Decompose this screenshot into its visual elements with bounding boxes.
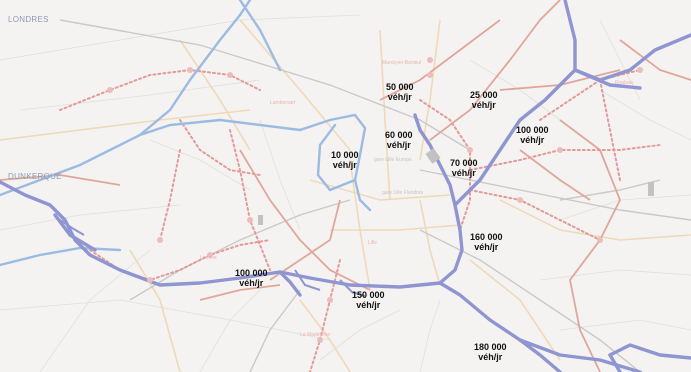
traffic-unit: véh/jr	[332, 160, 357, 170]
tram-stops	[107, 57, 643, 343]
traffic-value: 180 000	[474, 342, 507, 352]
place-label-dunkerque: DUNKERQUE	[8, 172, 62, 181]
traffic-label: 100 000 véh/jr	[235, 268, 268, 288]
traffic-unit: véh/jr	[471, 100, 496, 110]
tram-lines	[59, 68, 661, 372]
traffic-label: 100 000 véh/jr	[516, 125, 549, 145]
traffic-value: 70 000	[450, 158, 478, 168]
traffic-unit: véh/jr	[474, 242, 499, 252]
traffic-value: 160 000	[470, 232, 503, 242]
faint-label-gare-lille-europe: gare Lille Europe	[374, 157, 412, 163]
traffic-value: 100 000	[516, 125, 549, 135]
place-label-londres: LONDRES	[8, 15, 49, 24]
faint-label-lomme: Lomme	[200, 255, 217, 261]
traffic-label: 70 000 véh/jr	[450, 158, 478, 178]
traffic-label: 10 000 véh/jr	[331, 150, 359, 170]
interchange-details	[59, 219, 366, 297]
minor-streets	[0, 14, 691, 372]
river	[0, 0, 372, 267]
traffic-label: 180 000 véh/jr	[474, 342, 507, 362]
traffic-label: 150 000 véh/jr	[352, 290, 385, 310]
secondary-roads	[0, 19, 691, 372]
traffic-value: 150 000	[352, 290, 385, 300]
traffic-unit: véh/jr	[386, 140, 411, 150]
traffic-label: 60 000 véh/jr	[385, 130, 413, 150]
traffic-unit: véh/jr	[356, 300, 381, 310]
traffic-unit: véh/jr	[520, 135, 545, 145]
traffic-unit: véh/jr	[387, 92, 412, 102]
traffic-label: 25 000 véh/jr	[470, 90, 498, 110]
traffic-value: 25 000	[470, 90, 498, 100]
traffic-value: 50 000	[386, 82, 414, 92]
traffic-value: 60 000	[385, 130, 413, 140]
stations	[258, 148, 654, 225]
rail-lines	[59, 19, 691, 372]
traffic-unit: véh/jr	[451, 168, 476, 178]
traffic-unit: véh/jr	[478, 352, 503, 362]
traffic-value: 10 000	[331, 150, 359, 160]
faint-label-gare-lille-flandres: gare Lille Flandres	[382, 190, 424, 196]
faint-label-la-madeleine: La Madeleine	[300, 332, 331, 338]
faint-label-lambersart: Lambersart	[270, 100, 296, 106]
traffic-label: 160 000 véh/jr	[470, 232, 503, 252]
traffic-value: 100 000	[235, 268, 268, 278]
traffic-unit: véh/jr	[239, 278, 264, 288]
faint-label-lille: Lille	[368, 240, 377, 246]
faint-label-roubaix: Roubaix	[615, 80, 634, 86]
traffic-label: 50 000 véh/jr	[386, 82, 414, 102]
faint-label-marcq: Marcq-en-Barœul	[382, 60, 422, 66]
